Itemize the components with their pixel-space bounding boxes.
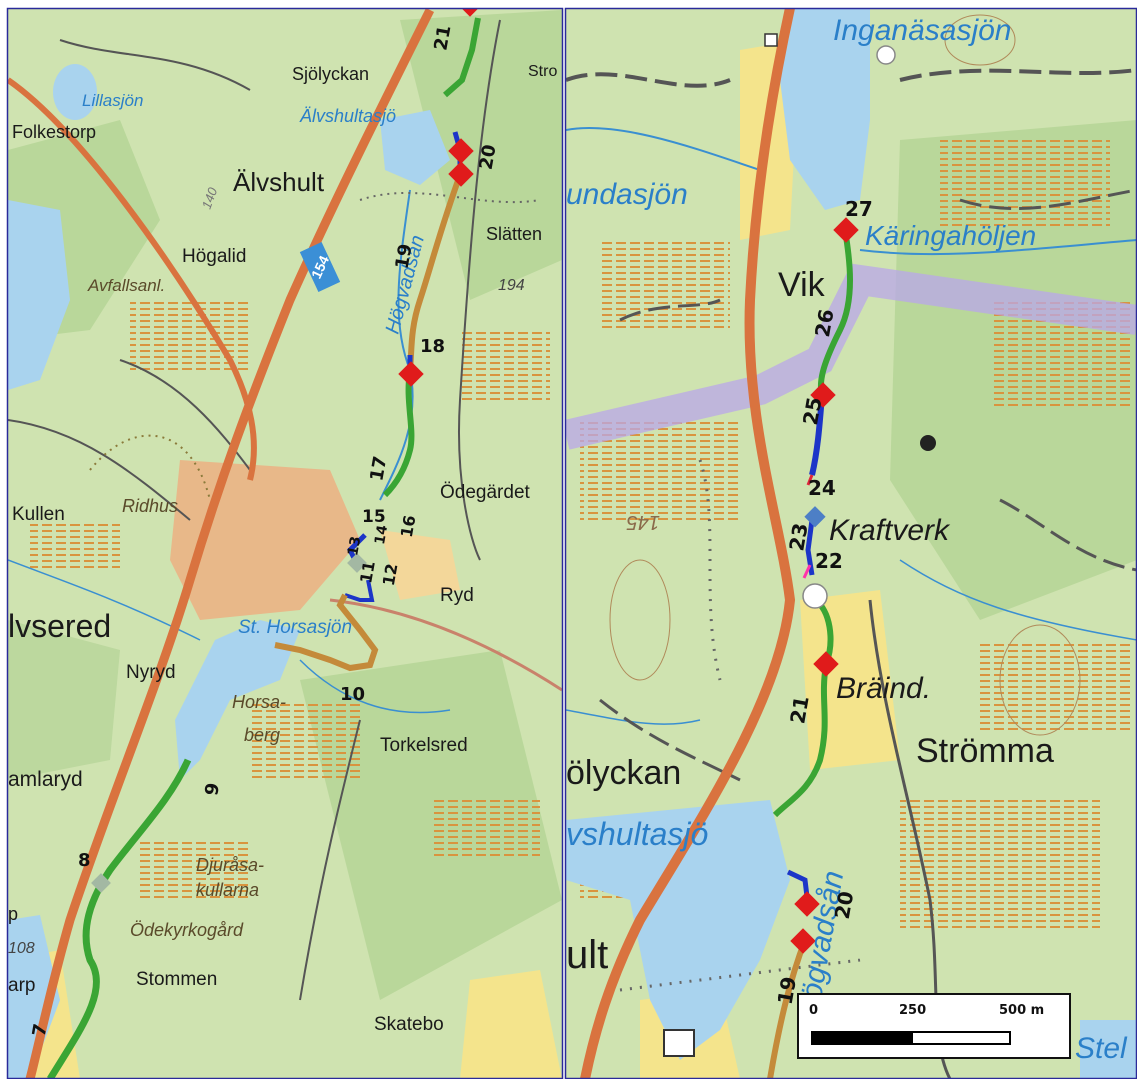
place-label: ult [566, 933, 608, 977]
route-number: 24 [808, 476, 836, 500]
scale-bar-black-segment [811, 1031, 911, 1045]
water-label: Älvshultasjö [299, 106, 396, 126]
water-label: Inganäsasjön [833, 14, 1011, 47]
place-label: Ödegärdet [440, 482, 531, 503]
place-label: Kullen [12, 504, 65, 525]
route-number: 21 [430, 24, 455, 52]
place-label: p [8, 904, 18, 924]
place-label: Stommen [136, 969, 217, 990]
route-number: 13 [345, 535, 364, 557]
left-map-panel: 154 Lillasjön Älvshultasjö Högvadsån St.… [8, 8, 562, 1079]
water-label: Käringahöljen [865, 220, 1036, 251]
place-label: Nyryd [126, 662, 176, 683]
route-number: 11 [356, 560, 379, 585]
place-label: Stro [528, 63, 557, 80]
route-number: 8 [78, 850, 91, 871]
place-label: Folkestorp [12, 122, 96, 142]
place-label: amlaryd [8, 768, 83, 791]
route-number: 15 [362, 507, 386, 527]
road-shield-icon [299, 241, 341, 293]
route-number: 18 [420, 336, 445, 357]
route-number: 7 [29, 1022, 52, 1038]
elevation-label: 108 [8, 940, 35, 957]
place-label: kullarna [196, 880, 259, 900]
scale-bar: 0 250 500 m [797, 993, 1071, 1059]
place-label: Slätten [486, 224, 542, 244]
route-number: 12 [379, 562, 402, 587]
route-number: 23 [784, 521, 812, 553]
place-label: Ödekyrkogård [130, 920, 244, 940]
place-label: Strömma [916, 732, 1054, 770]
route-number: 19 [773, 975, 801, 1007]
place-label: Horsa- [232, 692, 286, 712]
route-number: 14 [372, 524, 391, 546]
route-number: 19 [392, 242, 417, 270]
elevation-label: 140 [199, 185, 221, 211]
place-label: Torkelsred [380, 735, 468, 756]
place-label: Sjölyckan [292, 64, 369, 84]
water-label: Lillasjön [82, 91, 143, 110]
route-number: 17 [366, 454, 391, 482]
scale-label-start: 0 [809, 1003, 819, 1018]
place-label: Vik [778, 266, 826, 304]
route-number: 22 [815, 549, 843, 573]
water-label: St. Horsasjön [238, 617, 352, 638]
route-number: 20 [830, 889, 858, 921]
route-number: 16 [397, 514, 420, 539]
elevation-label: 145 [626, 511, 660, 533]
route-number: 9 [201, 781, 224, 797]
scale-label-end: 500 m [999, 1003, 1045, 1018]
scale-bar-white-segment [911, 1031, 1011, 1045]
route-number: 21 [785, 694, 813, 726]
water-label: undasjön [566, 178, 688, 211]
place-label: berg [244, 725, 280, 745]
route-number: 20 [476, 143, 501, 171]
place-label: Djuråsa- [196, 855, 264, 875]
route-number: 26 [810, 307, 838, 339]
route-number: 25 [798, 395, 826, 427]
place-label: Skatebo [374, 1014, 444, 1035]
place-label: Avfallsanl. [87, 276, 165, 295]
water-label: Stel [1075, 1032, 1128, 1065]
route-number: 27 [845, 197, 873, 221]
place-label: lvsered [8, 608, 111, 644]
elevation-label: 194 [498, 277, 525, 294]
place-label: Högalid [182, 246, 246, 267]
place-label: Älvshult [233, 167, 325, 197]
water-label: vshultasjö [566, 816, 708, 852]
place-label: Kraftverk [829, 514, 951, 547]
route-number: 10 [340, 684, 365, 705]
mine-icon [920, 435, 936, 451]
place-label: ölyckan [566, 754, 681, 792]
right-map-panel: Inganäsasjön undasjön Käringahöljen vshu… [566, 8, 1137, 1079]
place-label: arp [8, 975, 35, 996]
place-label: Ridhus [122, 496, 178, 516]
scale-label-mid: 250 [899, 1003, 927, 1018]
place-label: Bräind. [836, 672, 931, 705]
place-label: Ryd [440, 585, 474, 606]
